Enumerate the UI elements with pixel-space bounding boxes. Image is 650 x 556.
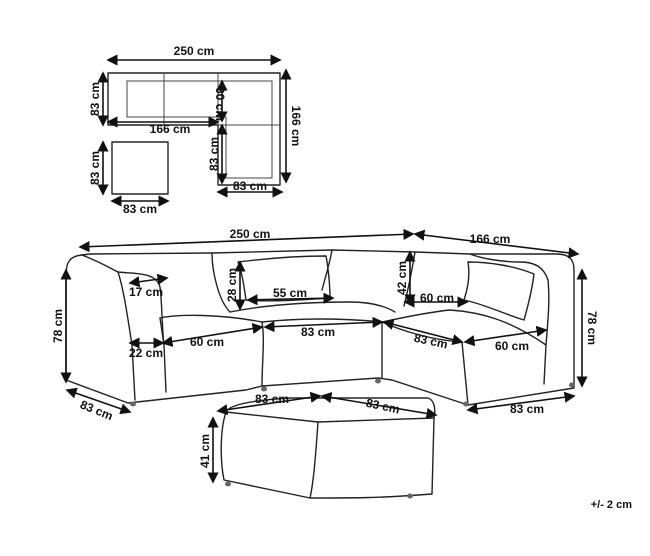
ottoman-depth-label: 83 cm <box>365 396 401 417</box>
corner-depth-label: 83 cm <box>413 331 449 352</box>
module-width-label: 83 cm <box>301 325 335 339</box>
seat-depth-right-label: 60 cm <box>420 291 454 305</box>
plan-chaise-width-label: 83 cm <box>233 179 267 193</box>
plan-inner-gap-label: 60 cm <box>213 87 227 121</box>
plan-ottoman-width-label: 83 cm <box>123 202 157 216</box>
plan-ottoman-depth-label: 83 cm <box>88 151 102 185</box>
tolerance-note: +/- 2 cm <box>591 499 632 511</box>
plan-right-depth-label: 166 cm <box>289 106 303 147</box>
sofa-perspective: 250 cm 166 cm 17 cm 28 cm 55 cm 42 cm 60… <box>51 227 632 511</box>
cushion-width-label: 55 cm <box>273 286 307 300</box>
arm-width-label: 17 cm <box>129 285 163 299</box>
plan-depth-label: 83 cm <box>88 82 102 116</box>
plan-ottoman <box>111 141 169 195</box>
plan-chaise-depth-label: 83 cm <box>207 137 221 171</box>
back-height-left-label: 28 cm <box>225 268 239 302</box>
ottoman-height-label: 41 cm <box>198 434 212 468</box>
plan-inner-width-label: 166 cm <box>150 122 191 136</box>
back-height-right-label: 42 cm <box>395 261 409 295</box>
depth-left-label: 83 cm <box>78 397 115 423</box>
depth-bottom-right-label: 83 cm <box>510 402 544 416</box>
seat-depth-bottom-label: 60 cm <box>495 339 529 353</box>
plan-outline <box>107 72 281 186</box>
seat-depth-left-label: 60 cm <box>190 335 224 349</box>
ottoman-width-label: 83 cm <box>255 392 289 406</box>
plan-width-label: 250 cm <box>174 44 215 58</box>
ottoman <box>220 397 436 499</box>
plan-view: 250 cm 83 cm 166 cm 60 cm 166 cm 83 cm 8… <box>88 44 303 216</box>
height-left-label: 78 cm <box>51 309 65 343</box>
arm-depth-label: 22 cm <box>129 346 163 360</box>
height-right-label: 78 cm <box>585 311 599 345</box>
view-right-width-label: 166 cm <box>470 232 511 246</box>
throw-pillow-right <box>463 261 535 321</box>
view-width-label: 250 cm <box>230 227 271 241</box>
